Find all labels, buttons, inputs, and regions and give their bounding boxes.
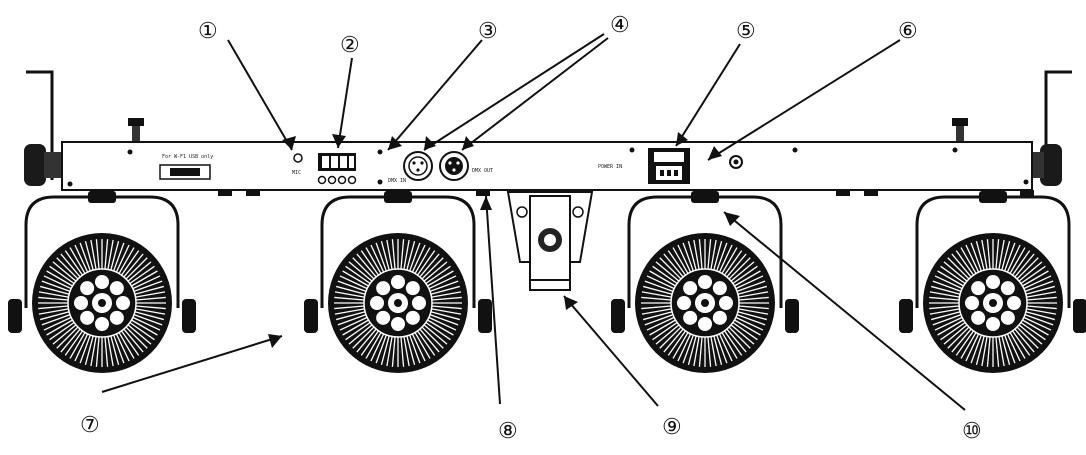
callout-8: ⑧: [498, 419, 518, 444]
light-fixture-1: [8, 191, 196, 373]
center-mount-bracket: [506, 191, 594, 291]
left-mount-bracket: [26, 70, 54, 180]
top-screw-left: [128, 118, 144, 142]
fuse-holder: [729, 155, 743, 169]
power-inlet: POWER IN: [598, 148, 690, 184]
callout-7: ⑦: [80, 413, 100, 438]
leader-lines: [101, 33, 966, 411]
callout-9: ⑨: [662, 415, 682, 440]
leader-arrowheads: [268, 132, 740, 348]
callout-1: ①: [198, 19, 218, 44]
led-display-panel: [318, 153, 356, 171]
callout-4: ④: [610, 13, 630, 38]
light-fixture-2: [304, 191, 492, 373]
power-label: POWER IN: [598, 164, 622, 170]
light-fixtures: [8, 191, 1086, 373]
callout-numbers: ① ② ③ ④ ⑤ ⑥ ⑦ ⑧ ⑨ ⑩: [80, 13, 982, 444]
dmx-in-connector: DMX IN: [388, 151, 433, 184]
callout-2: ②: [340, 33, 360, 58]
main-bar: [61, 141, 1033, 191]
mic-sensor: MIC: [292, 153, 303, 176]
callout-6: ⑥: [898, 19, 918, 44]
bar-bottom-tabs: [218, 190, 1034, 196]
dmx-out-connector: DMX OUT: [439, 151, 493, 181]
control-buttons: [317, 175, 357, 185]
light-fixture-3: [611, 191, 799, 373]
callout-3: ③: [478, 19, 498, 44]
dmx-in-label: DMX IN: [388, 178, 406, 184]
usb-label: For W-F1 USB only: [162, 154, 213, 160]
left-bar-knob: [24, 144, 62, 186]
light-fixture-4: [899, 191, 1086, 373]
bar-holes: [67, 147, 1029, 187]
mic-label: MIC: [292, 170, 301, 176]
dmx-out-label: DMX OUT: [472, 168, 493, 174]
top-screw-right: [952, 118, 968, 142]
right-mount-bracket: [1044, 70, 1072, 180]
callout-10: ⑩: [962, 419, 982, 444]
callout-5: ⑤: [736, 19, 756, 44]
usb-port: For W-F1 USB only: [159, 154, 213, 180]
